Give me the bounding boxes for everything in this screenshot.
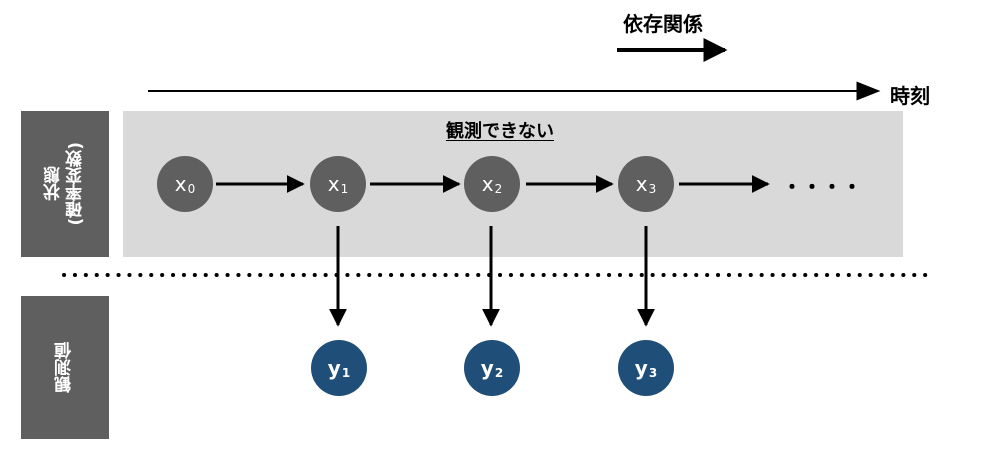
state-node-base: x (327, 172, 340, 196)
observation-node-base: y (327, 356, 341, 380)
state-node-base: x (635, 172, 648, 196)
state-node-base: x (174, 172, 187, 196)
state-node-index: 2 (494, 182, 503, 196)
hidden-region-title: 観測できない (446, 121, 554, 142)
time-axis-label: 時刻 (890, 84, 930, 108)
observation-node-index: 2 (494, 366, 504, 380)
observation-node-index: 3 (648, 366, 658, 380)
observation-node-base: y (634, 356, 648, 380)
state-node-index: 3 (648, 182, 657, 196)
state-node-index: 0 (187, 182, 196, 196)
state-sidebar-label: 状態 (確率変数) (21, 111, 109, 257)
legend-label: 依存関係 (623, 12, 703, 36)
state-node-index: 1 (340, 182, 349, 196)
observation-node-index: 1 (341, 366, 351, 380)
observation-node-base: y (480, 356, 494, 380)
observation-sidebar-label: 観測値 (21, 296, 109, 439)
state-node-base: x (481, 172, 494, 196)
continuation-dots: ・・・・ (782, 175, 862, 199)
